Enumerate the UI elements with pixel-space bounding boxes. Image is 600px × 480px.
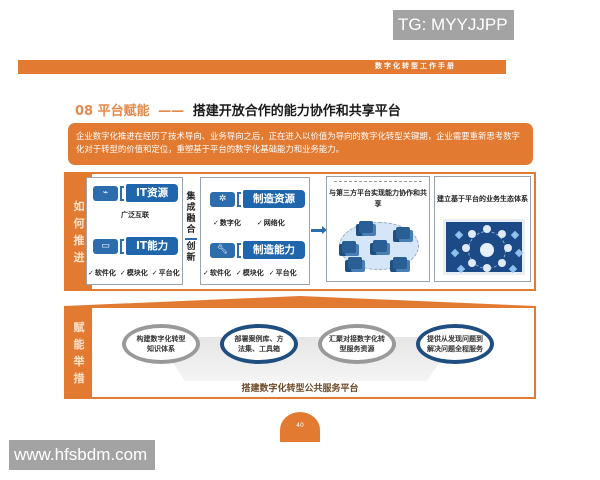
measure-text: 提供从发现问题到解决问题全程服务 xyxy=(427,335,483,353)
node-icon xyxy=(498,230,506,238)
empower-side-label: 赋 能 举 措 xyxy=(66,308,92,397)
side-char: 能 xyxy=(73,337,85,351)
section-subtitle: 搭建开放合作的能力协作和共享平台 xyxy=(192,104,401,119)
node-icon xyxy=(498,259,506,267)
side-char: 如 xyxy=(73,199,85,213)
integrate-char: 融 xyxy=(186,214,196,224)
watermark-top: TG: MYYJJPP xyxy=(393,10,514,40)
node-icon xyxy=(483,225,491,233)
ecosystem-diagram xyxy=(443,219,525,275)
divider xyxy=(185,238,197,240)
it-capability-tag: ▭ IT能力 xyxy=(93,237,179,255)
watermark-bottom: www.hfsbdm.com xyxy=(9,440,155,470)
diamond-icon xyxy=(456,264,466,274)
section-title: 08 平台赋能 —— 搭建开放合作的能力协作和共享平台 xyxy=(75,100,401,119)
it-resource-desc: 广泛互联 xyxy=(121,211,149,219)
integrate-char: 新 xyxy=(186,253,196,263)
node-icon xyxy=(468,230,476,238)
connector-wedge xyxy=(64,296,536,306)
bracket-icon xyxy=(237,191,241,207)
bracket-icon xyxy=(237,242,241,258)
it-capability-checks: 软件化 模块化 平台化 xyxy=(88,268,180,278)
check-item: 模块化 xyxy=(120,268,148,278)
side-char: 推 xyxy=(73,233,85,247)
section-dash: —— xyxy=(158,104,185,119)
section-name: 平台赋能 xyxy=(97,104,150,119)
node-icon xyxy=(468,259,476,267)
node-icon xyxy=(483,264,491,272)
hub-icon xyxy=(480,243,494,257)
node-icon xyxy=(373,240,387,252)
check-item: 平台化 xyxy=(269,268,297,278)
bracket-icon xyxy=(120,238,124,254)
check-item: 软件化 xyxy=(88,268,116,278)
ecosystem-title: 建立基于平台的业务生态体系 xyxy=(437,195,528,203)
node-icon xyxy=(393,257,407,269)
node-icon xyxy=(504,244,512,252)
laptop-icon: ▭ xyxy=(93,238,118,254)
check-item: 模块化 xyxy=(236,268,264,278)
side-char: 进 xyxy=(73,250,85,264)
section-number: 08 xyxy=(75,104,94,119)
diamond-icon xyxy=(450,248,460,258)
integrate-char: 创 xyxy=(186,242,196,252)
diamond-icon xyxy=(510,230,520,240)
check-item: 软件化 xyxy=(203,268,231,278)
integrate-char: 成 xyxy=(186,203,196,213)
wrench-icon: 🔧︎ xyxy=(210,242,235,258)
check-item: 网络化 xyxy=(257,218,285,228)
measure-oval: 汇聚对接数字化转型服务资源 xyxy=(318,324,396,364)
check-item: 数字化 xyxy=(213,218,241,228)
integrate-char: 集 xyxy=(186,192,196,202)
node-icon xyxy=(359,221,373,233)
network-platform-illustration xyxy=(339,221,419,270)
node-icon xyxy=(342,241,356,253)
side-char: 赋 xyxy=(73,320,85,334)
measure-oval: 提供从发现问题到解决问题全程服务 xyxy=(416,324,494,364)
measure-oval: 部署案例库、方法集、工具箱 xyxy=(220,324,298,364)
cable-icon: ⌁ xyxy=(93,185,118,201)
measure-text: 汇聚对接数字化转型服务资源 xyxy=(329,335,385,353)
node-icon xyxy=(348,257,362,269)
diamond-icon xyxy=(514,248,524,258)
share-title: 与第三方平台实现能力协作和共享 xyxy=(329,189,427,208)
mfg-capability-tag: 🔧︎ 制造能力 xyxy=(210,241,305,259)
diamond-icon xyxy=(508,264,518,274)
dotted-divider xyxy=(334,181,422,182)
header-title: 数字化转型工作手册 xyxy=(375,62,456,70)
integrate-innovate-label: 集 成 融 合 创 新 xyxy=(185,192,197,264)
diamond-icon xyxy=(454,230,464,240)
it-resource-tag: ⌁ IT资源 xyxy=(93,184,179,202)
integrate-char: 合 xyxy=(186,225,196,235)
measure-oval: 构建数字化转型知识体系 xyxy=(122,324,200,364)
measure-text: 构建数字化转型知识体系 xyxy=(136,335,186,353)
header-bar: 数字化转型工作手册 xyxy=(18,60,506,74)
it-capability-label: IT能力 xyxy=(126,237,179,255)
node-icon xyxy=(462,244,470,252)
side-char: 何 xyxy=(73,216,85,230)
mfg-resource-label: 制造资源 xyxy=(243,190,305,208)
mfg-capability-checks: 软件化 模块化 平台化 xyxy=(203,268,297,278)
it-resource-label: IT资源 xyxy=(126,184,179,202)
platform-label: 搭建数字化转型公共服务平台 xyxy=(241,384,359,394)
arrow-right-icon xyxy=(311,226,327,234)
bracket-icon xyxy=(120,185,124,201)
mfg-resource-tag: ✲ 制造资源 xyxy=(210,190,305,208)
measure-text: 部署案例库、方法集、工具箱 xyxy=(234,335,284,353)
gear-icon: ✲ xyxy=(210,191,235,207)
mfg-resource-checks: 数字化 网络化 xyxy=(213,218,285,228)
node-icon xyxy=(396,227,410,239)
mfg-capability-label: 制造能力 xyxy=(243,241,305,259)
side-char: 措 xyxy=(73,371,85,385)
page-number: 40 xyxy=(280,412,320,442)
check-item: 平台化 xyxy=(152,268,180,278)
side-char: 举 xyxy=(73,354,85,368)
platform-base-shadow xyxy=(155,337,457,381)
intro-box: 企业数字化推进在经历了技术导向、业务导向之后，正在进入以价值为导向的数字化转型关… xyxy=(68,123,533,165)
